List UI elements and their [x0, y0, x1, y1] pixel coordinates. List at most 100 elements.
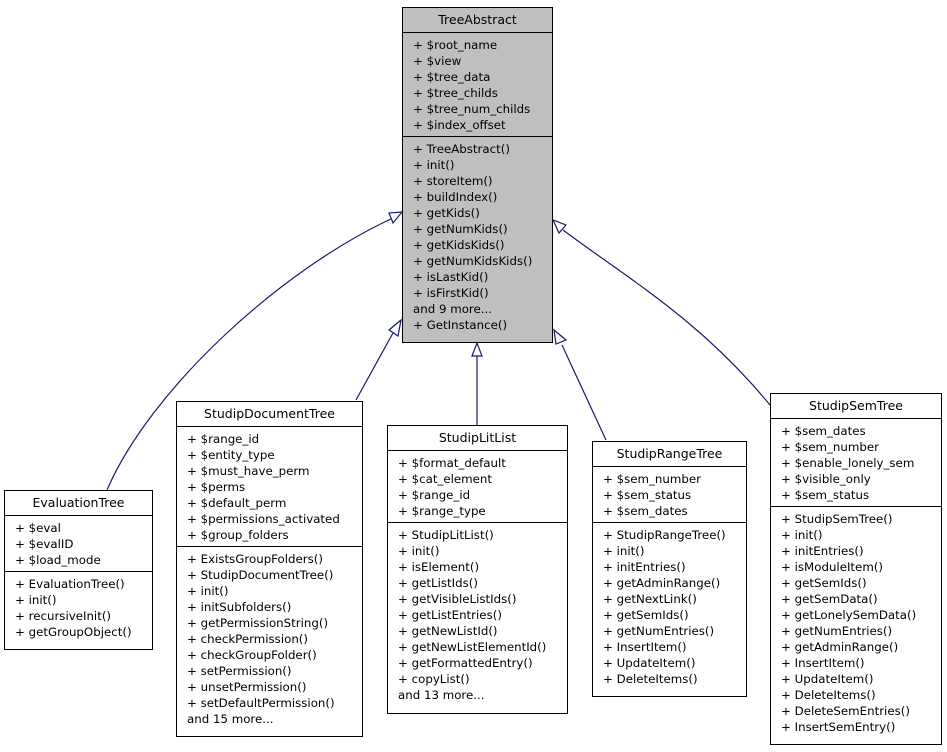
class-method: + UpdateItem(): [781, 672, 874, 686]
class-method: + StudipLitList(): [398, 528, 494, 542]
method-list: + StudipRangeTree()+ init()+ initEntries…: [593, 523, 746, 690]
class-attribute: + $sem_number: [603, 472, 701, 486]
class-title: StudipSemTree: [771, 394, 941, 419]
class-attribute: + $root_name: [413, 38, 498, 52]
class-studip-range-tree[interactable]: StudipRangeTree + $sem_number+ $sem_stat…: [592, 441, 747, 697]
class-attribute: + $range_id: [187, 432, 260, 446]
arrowhead-studip-range-tree: [553, 328, 568, 345]
class-method: + getAdminRange(): [781, 640, 899, 654]
class-studip-sem-tree[interactable]: StudipSemTree + $sem_dates+ $sem_number+…: [770, 393, 942, 745]
method-list: + StudipLitList()+ init()+ isElement()+ …: [388, 523, 567, 706]
class-attribute: + $evalID: [15, 537, 74, 551]
attribute-list: + $sem_dates+ $sem_number+ $enable_lonel…: [771, 419, 941, 507]
class-attribute: + $view: [413, 54, 462, 68]
arrowhead-studip-sem-tree: [551, 218, 568, 235]
class-method: + getAdminRange(): [603, 576, 721, 590]
edge-studip-sem-tree: [562, 229, 771, 406]
class-studip-lit-list[interactable]: StudipLitList + $format_default + $cat_el…: [387, 425, 568, 714]
arrowhead-studip-lit-list: [471, 341, 483, 357]
attribute-list: + $format_default + $cat_element + $range_…: [388, 451, 567, 523]
class-method: + getNumEntries(): [603, 624, 715, 638]
class-method: + isElement(): [398, 560, 480, 574]
class-method: and 9 more...: [413, 302, 493, 316]
class-attribute: + $tree_data: [413, 70, 491, 84]
edge-studip-range-tree: [561, 344, 607, 441]
arrowhead-studip-document-tree: [387, 318, 402, 338]
class-attribute: + $index_offset: [413, 118, 506, 132]
class-method: + init(): [603, 544, 645, 558]
class-method: + copyList(): [398, 672, 470, 686]
class-method: + getNumKidsKids(): [413, 254, 533, 268]
class-attribute: + $tree_childs: [413, 86, 498, 100]
method-list: + EvaluationTree()+ init()+ recursiveIni…: [5, 572, 152, 643]
class-method: + getListEntries(): [398, 608, 502, 622]
class-attribute: + $sem_status: [603, 488, 692, 502]
class-method: + storeItem(): [413, 174, 493, 188]
class-tree-abstract[interactable]: TreeAbstract + $root_name + $view + $tree_…: [402, 7, 553, 343]
class-method: + GetInstance(): [413, 318, 508, 332]
class-method: + init(): [15, 593, 57, 607]
class-method: + buildIndex(): [413, 190, 498, 204]
class-method: + getGroupObject(): [15, 625, 132, 639]
class-title: TreeAbstract: [403, 8, 552, 33]
class-attribute: + $sem_status: [781, 488, 870, 502]
attribute-list: + $range_id+ $entity_type+ $must_have_pe…: [177, 427, 362, 547]
class-method: + getNumKids(): [413, 222, 508, 236]
class-title: StudipLitList: [388, 426, 567, 451]
class-method: + InsertItem(): [603, 640, 687, 654]
method-list: + StudipSemTree()+ init()+ initEntries()…: [771, 507, 941, 738]
class-method: + checkGroupFolder(): [187, 648, 317, 662]
class-method: + getNewListElementId(): [398, 640, 547, 654]
class-method: + DeleteItems(): [781, 688, 876, 702]
class-method: + EvaluationTree(): [15, 577, 125, 591]
class-method: + InsertItem(): [781, 656, 865, 670]
class-attribute: + $perms: [187, 480, 246, 494]
class-attribute: + $group_folders: [187, 528, 289, 542]
class-method: + init(): [781, 528, 823, 542]
class-attribute: + $entity_type: [187, 448, 275, 462]
class-title: EvaluationTree: [5, 491, 152, 516]
class-method: + ExistsGroupFolders(): [187, 552, 323, 566]
class-attribute: + $range_type: [398, 504, 486, 518]
class-method: + TreeAbstract(): [413, 142, 510, 156]
attribute-list: + $eval + $evalID + $load_mode: [5, 516, 152, 572]
class-method: + UpdateItem(): [603, 656, 696, 670]
class-attribute: + $permissions_activated: [187, 512, 340, 526]
class-attribute: + $enable_lonely_sem: [781, 456, 915, 470]
class-method: + getNextLink(): [603, 592, 697, 606]
class-method: + isLastKid(): [413, 270, 489, 284]
class-method: + DeleteSemEntries(): [781, 704, 910, 718]
class-attribute: + $cat_element: [398, 472, 493, 486]
class-attribute: + $eval: [15, 521, 61, 535]
class-attribute: + $range_id: [398, 488, 471, 502]
class-method: + checkPermission(): [187, 632, 309, 646]
class-method: + getNumEntries(): [781, 624, 893, 638]
class-method: + isFirstKid(): [413, 286, 489, 300]
class-attribute: + $format_default: [398, 456, 506, 470]
class-method: + init(): [187, 584, 229, 598]
class-method: + getListIds(): [398, 576, 478, 590]
class-method: + StudipSemTree(): [781, 512, 893, 526]
class-evaluation-tree[interactable]: EvaluationTree + $eval + $evalID + $load_m…: [4, 490, 153, 650]
class-attribute: + $sem_number: [781, 440, 879, 454]
class-method: + initSubfolders(): [187, 600, 292, 614]
class-attribute: + $default_perm: [187, 496, 287, 510]
attribute-list: + $root_name + $view + $tree_data + $tree_c…: [403, 33, 552, 137]
class-method: + getFormattedEntry(): [398, 656, 533, 670]
class-method: + InsertSemEntry(): [781, 720, 896, 734]
edge-studip-document-tree: [355, 332, 394, 401]
class-method: + getSemIds(): [603, 608, 689, 622]
class-method: + getSemIds(): [781, 576, 867, 590]
class-attribute: + $load_mode: [15, 553, 101, 567]
arrowhead-evaluation-tree: [388, 211, 404, 225]
class-method: + setPermission(): [187, 664, 292, 678]
method-list: + ExistsGroupFolders()+ StudipDocumentTr…: [177, 547, 362, 730]
class-attribute: + $visible_only: [781, 472, 871, 486]
class-method: + getLonelySemData(): [781, 608, 917, 622]
class-studip-document-tree[interactable]: StudipDocumentTree + $range_id+ $entity_…: [176, 401, 363, 737]
class-method: + init(): [413, 158, 455, 172]
class-method: + getSemData(): [781, 592, 878, 606]
attribute-list: + $sem_number+ $sem_status+ $sem_dates: [593, 467, 746, 523]
class-method: + DeleteItems(): [603, 672, 698, 686]
class-method: + getPermissionString(): [187, 616, 329, 630]
